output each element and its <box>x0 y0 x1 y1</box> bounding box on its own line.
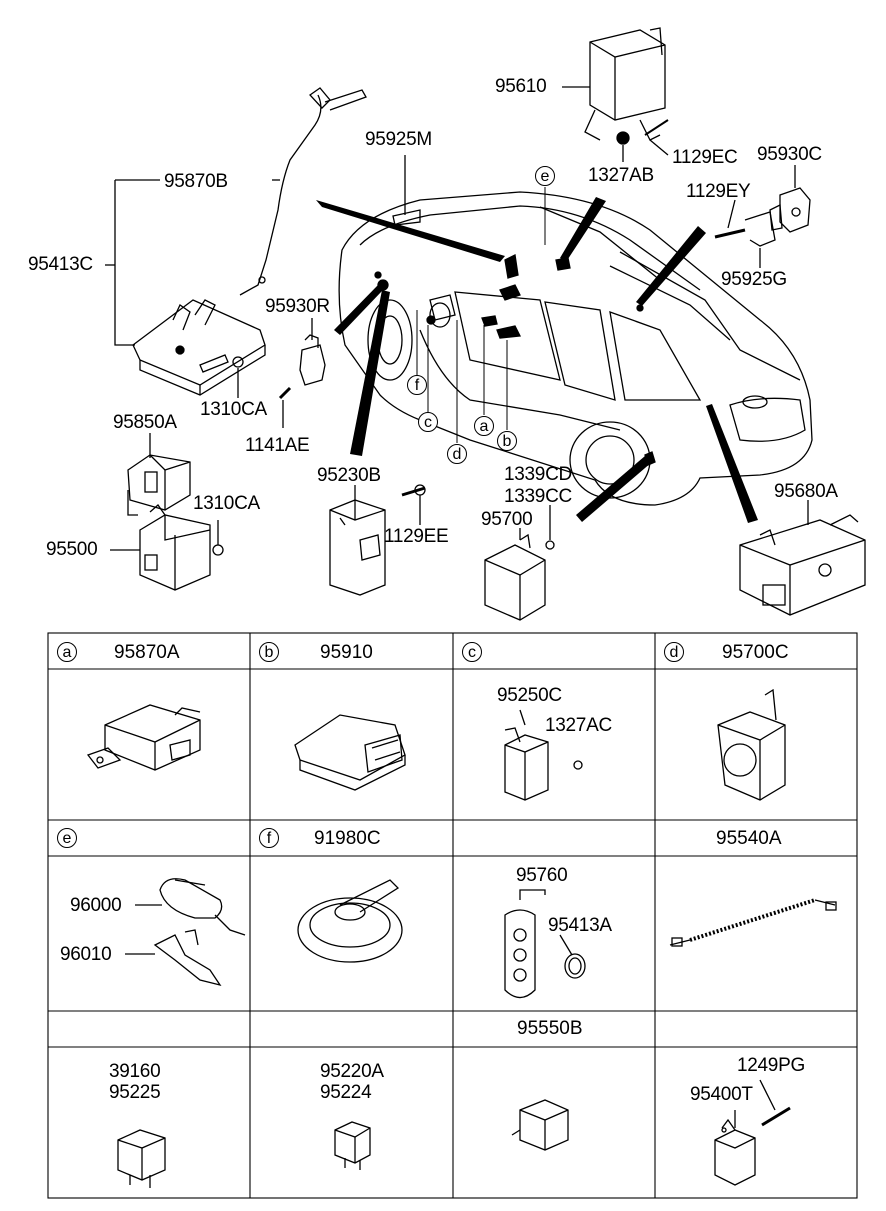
label-95400T: 95400T <box>690 1084 753 1105</box>
label-95250C: 95250C <box>497 685 562 706</box>
label-96010: 96010 <box>60 944 112 965</box>
module-95500 <box>139 504 211 591</box>
callout-a: a <box>474 416 494 436</box>
label-96000: 96000 <box>70 895 122 916</box>
label-39160: 39160 <box>109 1061 161 1082</box>
label-95925G: 95925G <box>721 269 787 290</box>
part-39160 <box>117 1129 166 1188</box>
label-95850A: 95850A <box>113 412 177 433</box>
callout-e: e <box>535 166 555 186</box>
label-1310CA: 1310CA <box>200 399 267 420</box>
label-1129EC: 1129EC <box>672 147 738 168</box>
part-95550B <box>511 1099 569 1151</box>
table-letter-b: b <box>259 642 279 662</box>
part-96000 <box>159 878 246 936</box>
label-95700: 95700 <box>481 509 533 530</box>
label-1339CD: 1339CD <box>504 464 572 485</box>
label-95930C: 95930C <box>757 144 822 165</box>
label-1339CC: 1339CC <box>504 486 572 507</box>
module-95413C <box>132 299 266 396</box>
part-91980C <box>297 879 403 963</box>
part-95870A <box>86 704 201 771</box>
label-95870B: 95870B <box>164 171 228 192</box>
module-95610 <box>584 27 669 145</box>
table-part-95540A: 95540A <box>716 828 782 849</box>
part-95400T <box>714 1118 756 1186</box>
callout-b: b <box>497 431 517 451</box>
label-1327AC: 1327AC <box>545 715 612 736</box>
callout-d: d <box>447 444 467 464</box>
part-95700C <box>717 688 786 801</box>
label-1327AB: 1327AB <box>588 165 654 186</box>
antenna-95870B <box>239 87 367 296</box>
table-letter-e: e <box>57 828 77 848</box>
table-letter-c: c <box>462 642 482 662</box>
table-part-95550B: 95550B <box>517 1018 583 1039</box>
label-95413A: 95413A <box>548 915 612 936</box>
label-95680A: 95680A <box>774 481 838 502</box>
table-part-91980C: 91980C <box>314 828 381 849</box>
part-95760 <box>504 909 536 999</box>
amplifier-95680A <box>739 514 866 616</box>
callout-f: f <box>407 375 427 395</box>
label-1141AE: 1141AE <box>245 435 310 456</box>
label-95230B: 95230B <box>317 465 381 486</box>
part-96010 <box>153 929 222 987</box>
callout-c: c <box>418 412 438 432</box>
sensor-95930C <box>769 187 811 233</box>
pointer-wedges <box>316 197 758 523</box>
label-1129EE: 1129EE <box>384 526 449 547</box>
label-1249PG: 1249PG <box>737 1055 805 1076</box>
module-95700 <box>484 533 546 621</box>
label-95930R: 95930R <box>265 296 330 317</box>
relay-95230B <box>329 499 386 596</box>
label-1129EY: 1129EY <box>686 181 751 202</box>
table-part-95870A: 95870A <box>114 642 180 663</box>
table-part-95910: 95910 <box>320 642 373 663</box>
label-1310CA-2: 1310CA <box>193 493 260 514</box>
part-95540A <box>669 898 837 947</box>
label-95220A: 95220A <box>320 1061 384 1082</box>
label-95925M: 95925M <box>365 129 432 150</box>
table-letter-f: f <box>259 828 279 848</box>
parts-table-grid <box>47 632 858 1199</box>
label-95500: 95500 <box>46 539 98 560</box>
table-letter-a: a <box>57 642 77 662</box>
part-95413A <box>564 953 586 979</box>
label-95760: 95760 <box>516 865 568 886</box>
part-95220A <box>334 1121 371 1170</box>
table-letter-d: d <box>664 642 684 662</box>
label-95224: 95224 <box>320 1082 372 1103</box>
label-95413C: 95413C <box>28 254 93 275</box>
table-part-95700C: 95700C <box>722 642 789 663</box>
part-95910 <box>294 714 406 791</box>
part-95250C <box>504 709 549 801</box>
sensor-95930R <box>299 334 326 386</box>
label-95610: 95610 <box>495 76 547 97</box>
label-95225: 95225 <box>109 1082 161 1103</box>
